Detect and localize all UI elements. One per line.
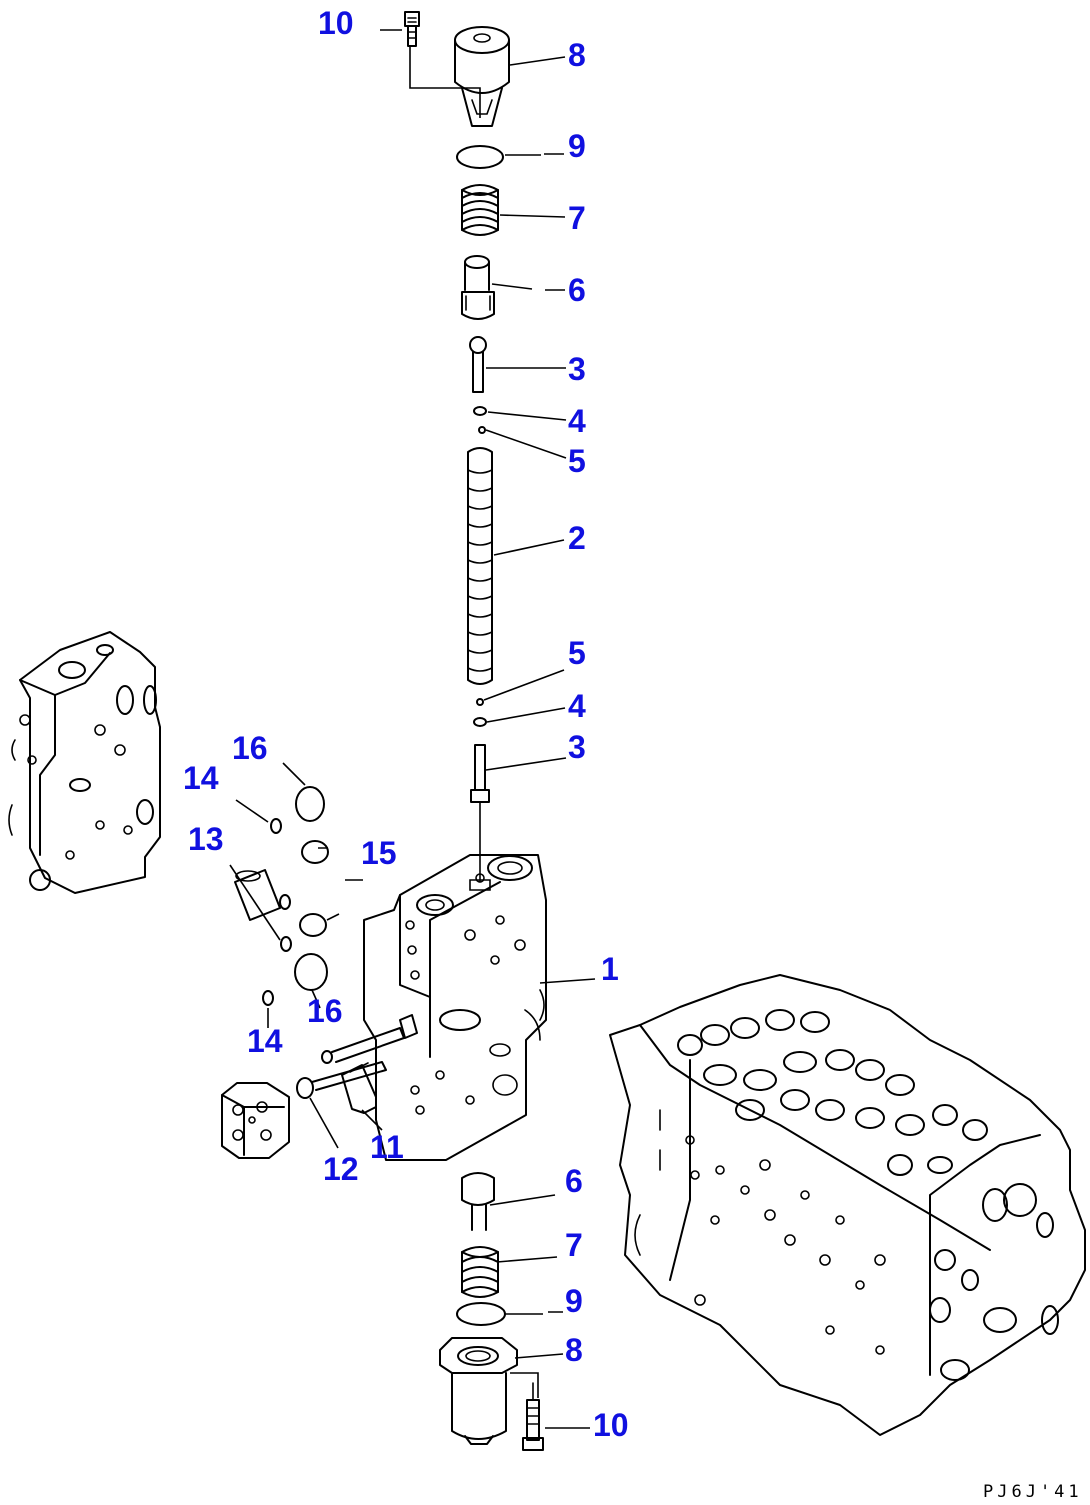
leader-lines (229, 29, 596, 1429)
callout-4-mid: 4 (568, 688, 586, 724)
callout-9-top: 9 (568, 128, 586, 164)
valve-body-1 (363, 854, 547, 1161)
adjacent-body-left (8, 631, 161, 894)
retainer-6-top (461, 255, 495, 320)
callout-1: 1 (601, 951, 619, 987)
main-valve-assembly (609, 974, 1086, 1436)
spring-7-top (461, 184, 499, 236)
spool-2 (467, 447, 493, 685)
seal-14 (262, 818, 292, 1006)
oring-15 (299, 840, 329, 937)
callout-3-mid: 3 (568, 729, 586, 765)
valve-13 (234, 869, 281, 921)
spring-7-bot (461, 1246, 499, 1298)
callout-8-top: 8 (568, 37, 586, 73)
callout-4-top: 4 (568, 403, 586, 439)
callout-labels: 10 8 9 7 6 3 4 5 2 5 4 3 16 14 13 15 1 1… (183, 5, 629, 1443)
oring-9-top (456, 145, 504, 169)
plunger-11 (341, 1062, 377, 1114)
bolt-10-top (404, 11, 420, 47)
callout-16-bot: 16 (307, 993, 343, 1029)
pin-3-top (469, 336, 487, 393)
drawing-reference: PJ6J'41 (983, 1482, 1083, 1502)
cap-8-bot (439, 1337, 518, 1445)
callout-13: 13 (188, 821, 224, 857)
cap-8-top (454, 26, 510, 127)
oring-9-bot (456, 1302, 506, 1326)
callout-15: 15 (361, 835, 397, 871)
callout-10-top: 10 (318, 5, 354, 41)
callout-10-bot: 10 (593, 1407, 629, 1443)
callout-14-bot: 14 (247, 1023, 283, 1059)
callout-6-bot: 6 (565, 1163, 583, 1199)
bolt-10-bot (522, 1382, 544, 1451)
callout-7-bot: 7 (565, 1227, 583, 1263)
callout-14-top: 14 (183, 760, 219, 796)
retainer-6-bot (461, 1172, 495, 1231)
pin-long-12 (321, 1014, 418, 1064)
callout-11: 11 (370, 1129, 404, 1165)
callout-6-top: 6 (568, 272, 586, 308)
ball-5-mid (476, 698, 484, 706)
pin-12 (296, 1061, 387, 1099)
callout-16-top: 16 (232, 730, 268, 766)
callout-12: 12 (323, 1151, 359, 1187)
washer-4-top (473, 406, 487, 416)
washer-4-mid (473, 717, 487, 727)
oring-16 (294, 786, 328, 991)
callout-3-top: 3 (568, 351, 586, 387)
callout-2: 2 (568, 520, 586, 556)
callout-5-mid: 5 (568, 635, 586, 671)
callout-9-bot: 9 (565, 1283, 583, 1319)
end-block-left (221, 1082, 290, 1159)
callout-5-top: 5 (568, 443, 586, 479)
callout-8-bot: 8 (565, 1332, 583, 1368)
pin-3-mid (470, 744, 490, 803)
callout-7-top: 7 (568, 200, 586, 236)
ball-5-top (478, 426, 486, 434)
